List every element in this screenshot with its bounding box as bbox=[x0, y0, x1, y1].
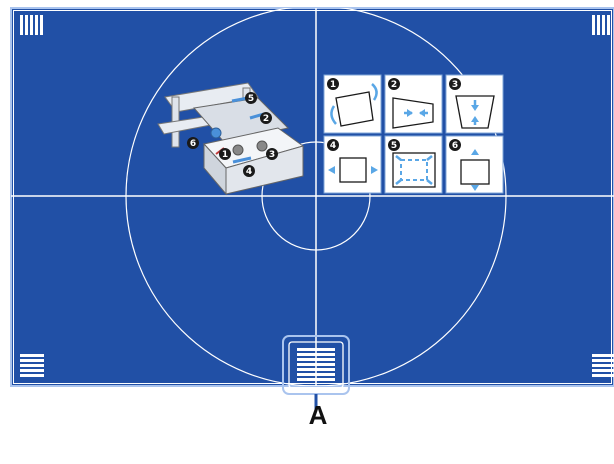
vertical-shift-icon bbox=[460, 149, 490, 191]
step-tile-horizontal-keystone: 2 bbox=[384, 74, 443, 134]
mount-step-marker bbox=[243, 165, 255, 177]
svg-text:6: 6 bbox=[452, 141, 458, 151]
horizontal-keystone-icon bbox=[392, 97, 434, 129]
svg-text:2: 2 bbox=[391, 80, 397, 90]
corner-adjust-icon bbox=[392, 152, 436, 188]
step-tile-rotate: 1 bbox=[323, 74, 382, 134]
svg-text:1: 1 bbox=[222, 150, 228, 160]
pattern-inner-frame bbox=[13, 10, 612, 384]
step-number-badge bbox=[388, 78, 400, 90]
horizontal-shift-icon bbox=[328, 157, 378, 183]
corner-marker-top-left bbox=[20, 15, 43, 35]
step-tile-vertical-keystone: 3 bbox=[445, 74, 504, 134]
callout-label-a: A bbox=[308, 400, 328, 430]
vertical-keystone-icon bbox=[455, 95, 495, 129]
step-number-badge bbox=[449, 78, 461, 90]
mount-step-marker bbox=[187, 137, 199, 149]
pattern-screen bbox=[11, 8, 614, 386]
svg-text:3: 3 bbox=[269, 150, 275, 160]
corner-marker-top-right bbox=[592, 15, 610, 35]
outer-circle bbox=[125, 8, 507, 386]
mount-step-marker bbox=[260, 112, 272, 124]
corner-marker-bottom-left bbox=[20, 354, 44, 377]
step-number-badge bbox=[327, 139, 339, 151]
mount-step-markers: 5 2 6 1 3 4 bbox=[187, 92, 278, 177]
callout-highlight-inner bbox=[288, 341, 344, 389]
step-tile-horizontal-shift: 4 bbox=[323, 135, 382, 194]
svg-text:4: 4 bbox=[246, 167, 252, 177]
svg-text:5: 5 bbox=[248, 94, 254, 104]
svg-text:5: 5 bbox=[391, 141, 397, 151]
svg-text:4: 4 bbox=[330, 141, 336, 151]
step-number-badge bbox=[327, 78, 339, 90]
step-number-badge bbox=[388, 139, 400, 151]
adjustment-icon-grid: 1 2 3 bbox=[323, 74, 504, 194]
mount-step-marker bbox=[245, 92, 257, 104]
svg-text:1: 1 bbox=[330, 80, 336, 90]
inner-circle bbox=[261, 141, 371, 251]
svg-text:6: 6 bbox=[190, 139, 196, 149]
svg-text:3: 3 bbox=[452, 80, 458, 90]
step-number-badge bbox=[449, 139, 461, 151]
svg-text:2: 2 bbox=[263, 114, 269, 124]
mount-step-marker bbox=[219, 148, 231, 160]
corner-marker-bottom-right bbox=[592, 354, 614, 377]
step-tile-vertical-shift: 6 bbox=[445, 135, 504, 194]
step-tile-corner-adjust: 5 bbox=[384, 135, 443, 194]
rotate-icon bbox=[330, 83, 378, 127]
mount-step-marker bbox=[266, 148, 278, 160]
bottom-center-marker bbox=[297, 348, 335, 381]
